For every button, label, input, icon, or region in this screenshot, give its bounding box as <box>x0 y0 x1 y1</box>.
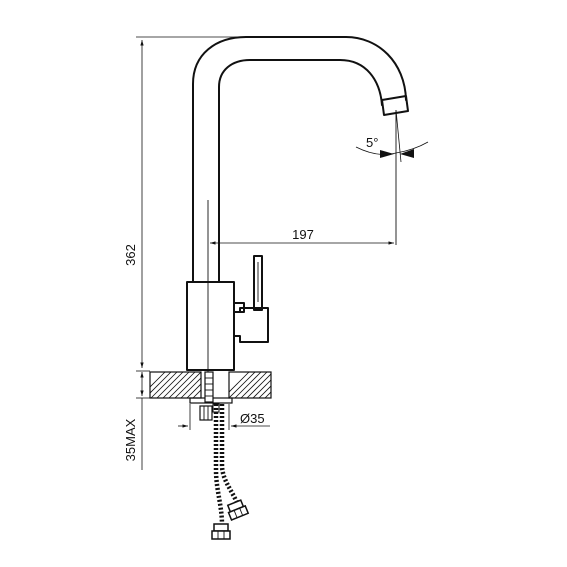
angle-arc-left <box>355 146 397 155</box>
reach-label: 197 <box>292 227 314 242</box>
angle-arrow-left <box>380 150 394 158</box>
spout-outer <box>192 36 407 283</box>
height-label: 362 <box>123 244 138 266</box>
faucet <box>186 36 409 378</box>
hose-right <box>219 404 241 506</box>
spout-inner <box>218 59 383 283</box>
counter-thickness-dimension: 35MAX <box>123 372 150 470</box>
angle-arc-right <box>395 141 429 154</box>
handle-lever <box>253 255 263 311</box>
countertop <box>149 371 272 399</box>
hatch-right <box>229 372 271 398</box>
handle-mount <box>233 302 245 313</box>
reach-dimension: 197 <box>210 227 394 245</box>
hose-left-fitting <box>211 523 231 540</box>
supply-hoses <box>211 404 250 540</box>
hatch-left <box>150 372 201 398</box>
angle-tilt-line <box>395 109 402 163</box>
hose-right-fitting <box>226 499 250 521</box>
mounting-assembly <box>189 371 233 421</box>
hole-diameter-dimension: Ø35 <box>178 404 270 430</box>
faucet-body <box>186 281 235 371</box>
aerator <box>381 95 409 116</box>
fixing-nut <box>199 405 213 421</box>
handle-base <box>233 307 269 343</box>
countertop-right <box>228 371 272 399</box>
angle-arrow-right <box>400 149 414 158</box>
angle-annotation: 5° <box>355 109 429 163</box>
height-dimension: 362 <box>123 36 350 372</box>
angle-label: 5° <box>366 135 378 150</box>
threaded-stud <box>204 371 214 403</box>
diameter-label: Ø35 <box>240 411 265 426</box>
counter-thickness-label: 35MAX <box>123 418 138 461</box>
